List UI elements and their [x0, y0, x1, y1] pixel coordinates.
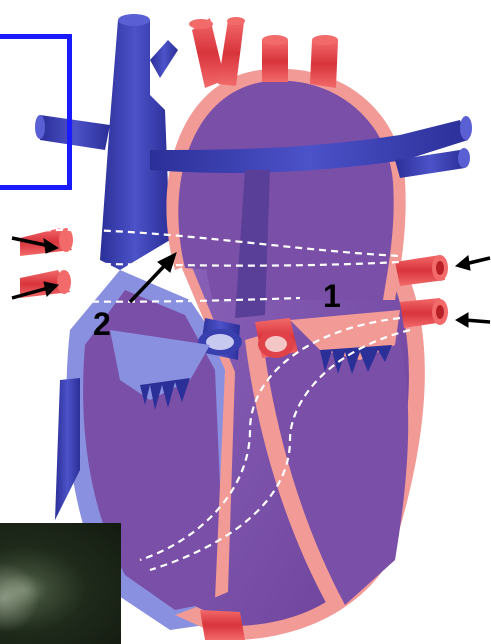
- label-2: 2: [93, 306, 111, 342]
- highlight-box: [0, 34, 72, 190]
- label-1: 1: [323, 278, 341, 314]
- photo-inset: [0, 523, 121, 644]
